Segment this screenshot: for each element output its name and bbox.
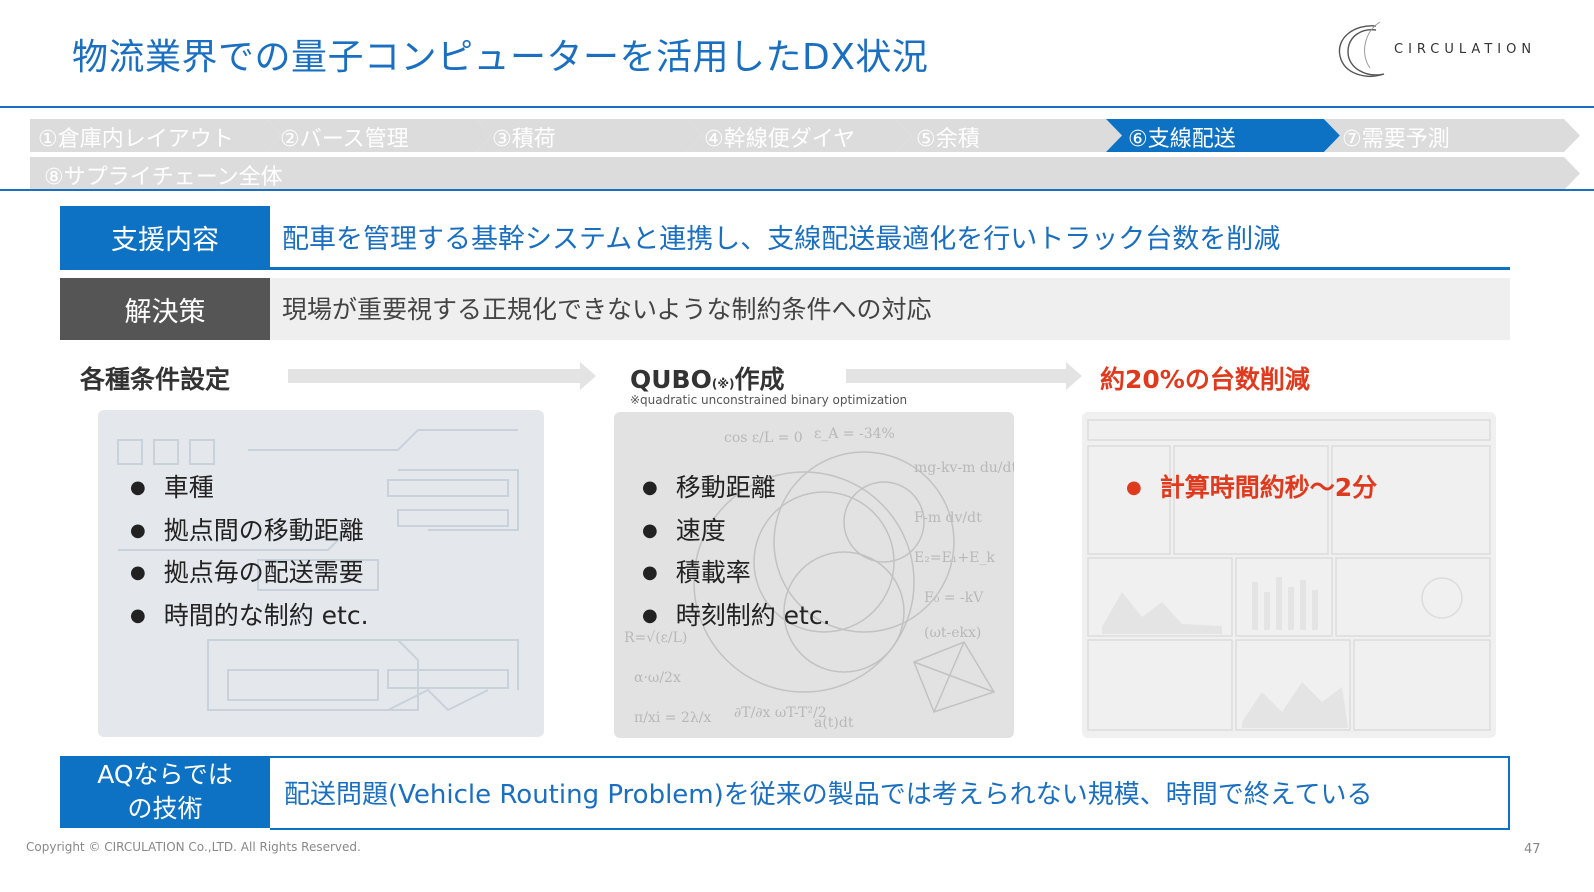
svg-text:F₀ = -kV: F₀ = -kV [924, 590, 984, 606]
svg-text:(ωt-ekx): (ωt-ekx) [924, 625, 981, 641]
step-2[interactable]: ②バース管理 [266, 119, 492, 152]
qubo-footnote: ※quadratic unconstrained binary optimiza… [630, 393, 908, 407]
logo-text: CIRCULATION [1394, 42, 1537, 57]
aq-tag: AQならでは の技術 [60, 756, 270, 828]
dashboard-illustration [1087, 419, 1491, 731]
step-6-active[interactable]: ⑥支線配送 [1106, 119, 1340, 152]
svg-text:a(t)dt: a(t)dt [814, 715, 854, 731]
flow-step1-title: 各種条件設定 [80, 365, 231, 394]
support-tag: 支援内容 [60, 206, 270, 268]
step-8[interactable] [30, 157, 1580, 190]
step-8-label: ⑧サプライチェーン全体 [44, 165, 283, 190]
list-item: 積載率 [642, 553, 831, 596]
svg-text:cos ε/L = 0: cos ε/L = 0 [724, 430, 803, 446]
step-3[interactable]: ③積荷 [476, 119, 702, 152]
svg-text:∂T/∂x ωT-T²/2: ∂T/∂x ωT-T²/2 [734, 705, 827, 721]
list-item: 拠点毎の配送需要 [130, 553, 369, 596]
aq-text: 配送問題(Vehicle Routing Problem)を従来の製品では考えら… [284, 780, 1373, 810]
svg-text:π/xi = 2λ/x: π/xi = 2λ/x [634, 710, 711, 726]
list-item: 計算時間約秒～2分 [1126, 468, 1377, 511]
flow-arrow-1 [288, 362, 596, 390]
page-title: 物流業界での量子コンピューターを活用したDX状況 [72, 37, 929, 78]
result-list: 計算時間約秒～2分 [1126, 468, 1377, 511]
conditions-list: 車種 拠点間の移動距離 拠点毎の配送需要 時間的な制約 etc. [130, 468, 369, 638]
step-5[interactable]: ⑤余積 [896, 119, 1122, 152]
svg-text:F-m dv/dt: F-m dv/dt [914, 510, 982, 526]
qubo-list: 移動距離 速度 積載率 時刻制約 etc. [642, 468, 831, 638]
copyright: Copyright © CIRCULATION Co.,LTD. All Rig… [26, 840, 361, 854]
svg-text:ε_A = -34%: ε_A = -34% [814, 426, 895, 442]
list-item: 移動距離 [642, 468, 831, 511]
flow-step2-title: QUBO(※)作成 [630, 365, 785, 394]
solution-background [270, 278, 1510, 340]
formula-illustration: cos ε/L = 0 ε_A = -34% mg-kv-m du/dtF-m d… [624, 426, 1014, 731]
page-number: 47 [1524, 842, 1541, 857]
step-4[interactable]: ④幹線便ダイヤ [686, 119, 912, 152]
process-steps: ①倉庫内レイアウト ②バース管理 ③積荷 ④幹線便ダイヤ ⑤余積 ⑥支線配送 ⑦… [30, 119, 1580, 155]
list-item: 速度 [642, 511, 831, 554]
flow-step3-title: 約20%の台数削減 [1100, 365, 1310, 394]
svg-text:E₂=E₁+E_k: E₂=E₁+E_k [914, 550, 995, 566]
circulation-logo [1338, 21, 1385, 77]
list-item: 時刻制約 etc. [642, 596, 831, 639]
list-item: 時間的な制約 etc. [130, 596, 369, 639]
step-1[interactable]: ①倉庫内レイアウト [30, 119, 282, 152]
support-text: 配車を管理する基幹システムと連携し、支線配送最適化を行いトラック台数を削減 [282, 224, 1281, 255]
support-underline [60, 267, 1510, 270]
result-image-panel [1082, 412, 1496, 738]
list-item: 車種 [130, 468, 369, 511]
steps-divider [0, 189, 1594, 191]
list-item: 拠点間の移動距離 [130, 511, 369, 554]
aq-text-box [270, 756, 1510, 830]
step-7[interactable]: ⑦需要予測 [1324, 119, 1580, 152]
header-divider [0, 106, 1594, 108]
svg-text:α·ω/2x: α·ω/2x [634, 670, 681, 686]
flow-arrow-2 [846, 362, 1082, 390]
svg-text:mg-kv-m du/dt: mg-kv-m du/dt [914, 460, 1014, 476]
solution-tag: 解決策 [60, 278, 270, 340]
solution-text: 現場が重要視する正規化できないような制約条件への対応 [282, 295, 932, 324]
